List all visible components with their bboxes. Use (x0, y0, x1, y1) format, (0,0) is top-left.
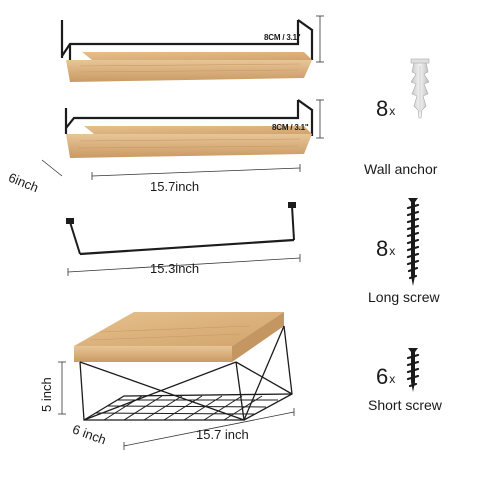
basket-height-label: 5 inch (39, 377, 54, 412)
basket-shelf (58, 312, 295, 450)
short-screw-label: Short screw (368, 397, 442, 413)
wall-anchor-icon (410, 58, 430, 119)
basket-length-label: 15.7 inch (196, 427, 249, 442)
top-shelf-height-label: 8CM / 3.1" (264, 33, 301, 42)
wall-anchor-count: 8x (376, 96, 396, 121)
wall-anchor-label: Wall anchor (364, 161, 438, 177)
long-screw-label: Long screw (368, 289, 440, 305)
shelf-length-label: 15.7inch (150, 179, 200, 194)
short-screw-count: 6x (376, 364, 396, 389)
towel-bar (66, 202, 301, 276)
long-screw-count: 8x (376, 236, 396, 261)
floating-shelf-top (60, 15, 324, 82)
middle-shelf-height-label: 8CM / 3.1" (272, 123, 309, 132)
towel-bar-length-label: 15.3inch (150, 261, 200, 276)
long-screw-icon (406, 198, 420, 286)
short-screw-icon (406, 348, 420, 392)
floating-shelf-middle (41, 99, 324, 180)
